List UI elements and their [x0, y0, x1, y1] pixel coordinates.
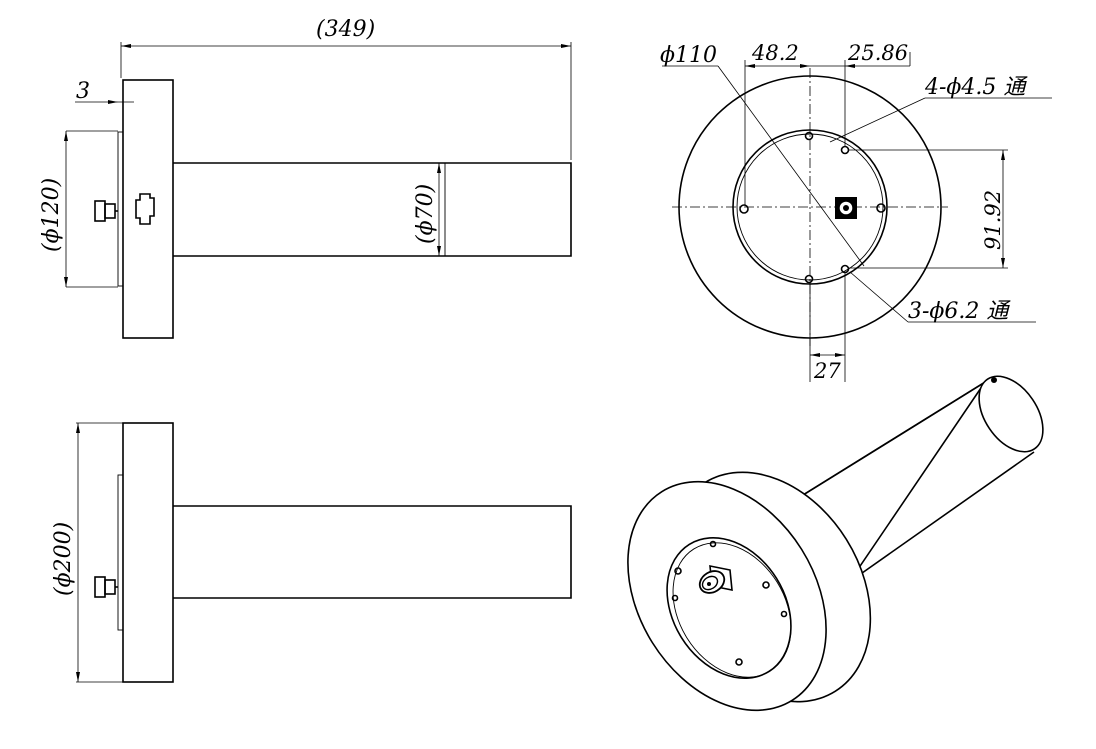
dim-d120: (ϕ120) — [39, 178, 64, 252]
tube-edge-top — [799, 380, 988, 498]
flange-body — [122, 79, 174, 339]
tube-body — [173, 162, 572, 257]
dim-91-92: 91.92 — [981, 190, 1005, 250]
iso-hole-3 — [709, 540, 717, 548]
dim-25-86: 25.86 — [847, 41, 908, 65]
dim-d200: (ϕ200) — [51, 522, 76, 596]
connector-nut — [94, 200, 106, 222]
label-holes-3: 3-ϕ6.2 通 — [908, 299, 1011, 324]
iso-hole-4 — [762, 581, 770, 589]
face-plate-2 — [117, 474, 124, 631]
dim-48-2: 48.2 — [751, 41, 799, 65]
flange-front — [627, 480, 827, 712]
side-view-top: (349) 3 (ϕ120) (ϕ70) — [39, 17, 572, 339]
dim-flange-step: 3 — [76, 79, 90, 104]
iso-hole-1 — [674, 567, 682, 575]
hole-right — [876, 203, 886, 213]
side-view-bottom: (ϕ200) — [51, 422, 572, 683]
connector-body — [104, 203, 116, 219]
plate-inner-circle — [736, 133, 884, 281]
isometric-view — [627, 375, 1044, 712]
front-view: ϕ110 48.2 25.86 4-ϕ4.5 通 91.92 3-ϕ6.2 通 … — [660, 41, 1052, 383]
tube-body-2 — [173, 505, 572, 599]
hole-bottom — [804, 274, 814, 284]
dim-d70: (ϕ70) — [413, 184, 438, 244]
dim-d110: ϕ110 — [660, 43, 717, 68]
hole-left — [739, 204, 749, 214]
iso-hole-2 — [671, 594, 679, 602]
face-plate — [117, 131, 124, 287]
tube-end — [978, 375, 1044, 453]
label-holes-4: 4-ϕ4.5 通 — [924, 75, 1028, 100]
connector-block — [135, 193, 155, 225]
dim-27: 27 — [813, 359, 841, 383]
hole-upper-right — [840, 145, 850, 155]
connector-nut-2 — [94, 576, 106, 598]
plate-edge — [672, 542, 792, 678]
dim-overall-length: (349) — [316, 17, 375, 42]
iso-hole-6 — [735, 658, 743, 666]
connector-body-2 — [104, 579, 116, 595]
hole-lower-right — [840, 264, 850, 274]
flange-body-2 — [122, 422, 174, 683]
tube-edge-bottom — [854, 451, 1035, 579]
iso-hole-5 — [780, 610, 788, 618]
hole-top — [804, 131, 814, 141]
